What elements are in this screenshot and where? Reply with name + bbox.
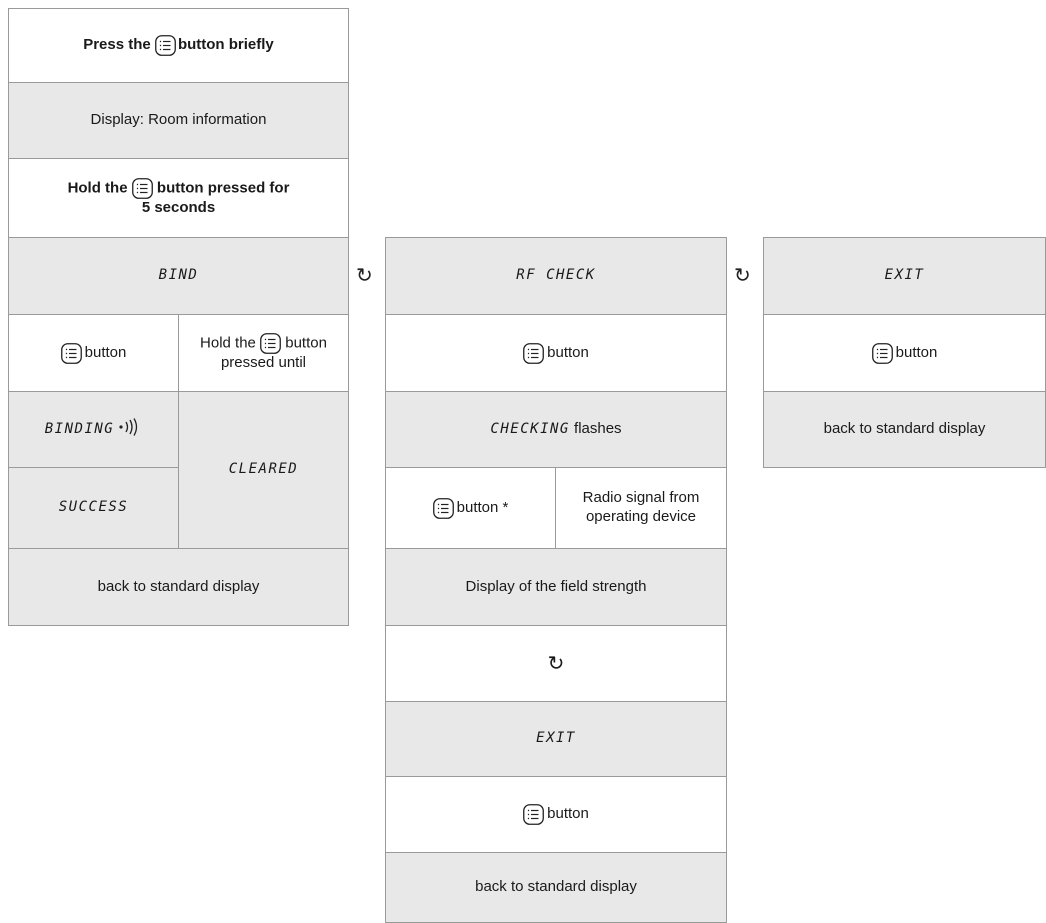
room-info-text: Display: Room information — [90, 111, 267, 129]
binding-status: BINDING — [8, 391, 179, 468]
menu-button-icon — [132, 178, 153, 199]
rf-button-step: button — [385, 314, 727, 392]
cleared-text: CLEARED — [228, 461, 299, 478]
bind-hold-line2: pressed until — [220, 354, 307, 372]
rf-button-star-text: button * — [456, 498, 509, 516]
bind-hold-step: Hold the button pressed until — [178, 314, 349, 392]
menu-button-icon — [523, 804, 544, 825]
bind-back-step: back to standard display — [8, 548, 349, 626]
radio-signal-line1: Radio signal from — [582, 489, 700, 507]
press-suffix-text: button briefly — [177, 36, 274, 54]
success-text: SUCCESS — [58, 499, 129, 516]
press-briefly-step: Press the button briefly — [8, 8, 349, 83]
hold-5s-step: Hold the button pressed for 5 seconds — [8, 158, 349, 238]
menu-button-icon — [155, 35, 176, 56]
cleared-status: CLEARED — [178, 391, 349, 549]
hold-prefix-text: Hold the — [67, 179, 128, 197]
field-strength-step: Display of the field strength — [385, 548, 727, 626]
menu-button-icon — [872, 343, 893, 364]
rf-button-star-step: button * — [385, 467, 556, 549]
menu-button-icon — [260, 333, 281, 354]
rf-exit-text: EXIT — [536, 730, 576, 747]
exit-back-text: back to standard display — [823, 420, 986, 438]
radio-waves-icon — [118, 417, 142, 442]
exit-button-step: button — [763, 314, 1046, 392]
hold-suffix-text: button pressed for — [156, 179, 290, 197]
bind-hold-suffix: button — [285, 334, 327, 352]
cycle-arrow-icon: ↻ — [547, 651, 565, 675]
menu-button-icon — [523, 343, 544, 364]
success-status: SUCCESS — [8, 467, 179, 549]
bind-hold-prefix: Hold the — [200, 334, 256, 352]
rf-back-step: back to standard display — [385, 852, 727, 923]
menu-button-icon — [433, 498, 454, 519]
bind-back-text: back to standard display — [97, 577, 260, 595]
binding-text: BINDING — [44, 420, 115, 437]
rf-back-text: back to standard display — [475, 878, 637, 896]
rf-exit-button-step: button — [385, 776, 727, 853]
rf-button-text: button — [547, 343, 589, 361]
bind-header-text: BIND — [158, 267, 199, 284]
cycle-arrow-icon: ↻ — [356, 263, 373, 287]
room-info-step: Display: Room information — [8, 82, 349, 159]
rf-cycle-step: ↻ — [385, 625, 727, 702]
press-prefix-text: Press the — [83, 36, 151, 54]
checking-step: CHECKING flashes — [385, 391, 727, 468]
bind-button-step: button — [8, 314, 179, 392]
field-strength-text: Display of the field strength — [465, 577, 647, 595]
exit-back-step: back to standard display — [763, 391, 1046, 468]
rf-exit-step: EXIT — [385, 701, 727, 777]
hold-seconds-text: 5 seconds — [141, 199, 216, 217]
exit-header: EXIT — [763, 237, 1046, 315]
exit-header-text: EXIT — [884, 267, 925, 284]
exit-button-text: button — [895, 343, 938, 361]
bind-header: BIND — [8, 237, 349, 315]
flashes-text: flashes — [574, 420, 622, 438]
bind-button-text: button — [84, 343, 127, 361]
cycle-arrow-icon: ↻ — [734, 263, 751, 287]
checking-text: CHECKING — [490, 420, 570, 437]
radio-signal-line2: operating device — [585, 508, 697, 525]
rf-check-header: RF CHECK — [385, 237, 727, 315]
rf-exit-button-text: button — [547, 805, 589, 823]
radio-signal-step: Radio signal from operating device — [555, 467, 727, 549]
rf-check-header-text: RF CHECK — [516, 267, 596, 284]
menu-button-icon — [61, 343, 82, 364]
